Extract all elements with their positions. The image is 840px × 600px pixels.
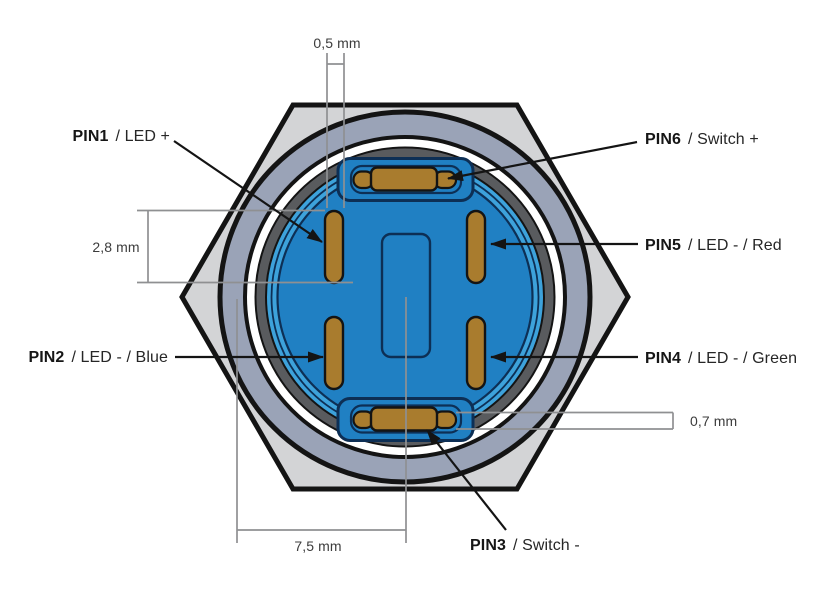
pin2-terminal xyxy=(323,315,345,391)
pin6-label-name: PIN6 xyxy=(645,131,681,148)
pin5-label: PIN5 / LED - / Red xyxy=(645,237,782,254)
button-base-disk xyxy=(276,168,534,426)
callout-arrows xyxy=(173,140,638,531)
pin6-label-desc: / Switch + xyxy=(688,131,759,148)
pin1-terminal xyxy=(323,209,345,285)
pin2-label-desc: / LED - / Blue xyxy=(71,349,168,366)
pin1-arrow xyxy=(173,140,323,243)
dim-top-label: 0,5 mm xyxy=(313,35,360,51)
pin3-label-name: PIN3 xyxy=(470,537,506,554)
pin5-terminal xyxy=(465,209,487,285)
pin5-label-desc: / LED - / Red xyxy=(688,237,782,254)
pin2-label: PIN2 / LED - / Blue xyxy=(28,349,168,366)
pin4-label-desc: / LED - / Green xyxy=(688,350,797,367)
pin6-label: PIN6 / Switch + xyxy=(645,131,759,148)
dim-bottom-label: 7,5 mm xyxy=(294,538,341,554)
pin3-label-desc: / Switch - xyxy=(513,537,580,554)
pin4-label-name: PIN4 xyxy=(645,350,681,367)
dimension-lines xyxy=(137,53,674,543)
top-switch-tab xyxy=(336,157,475,202)
pin3-label: PIN3 / Switch - xyxy=(470,537,580,554)
pin3-terminal xyxy=(369,406,439,432)
pin1-label-desc: / LED + xyxy=(115,128,170,145)
pin2-label-name: PIN2 xyxy=(28,349,64,366)
dim-right-label: 0,7 mm xyxy=(690,413,737,429)
pin5-label-name: PIN5 xyxy=(645,237,681,254)
pin1-label-name: PIN1 xyxy=(73,128,109,145)
pin1-label: PIN1 / LED + xyxy=(73,128,171,145)
pin4-label: PIN4 / LED - / Green xyxy=(645,350,797,367)
pin6-terminal xyxy=(369,166,439,192)
dim-left-label: 2,8 mm xyxy=(92,239,139,255)
pin4-terminal xyxy=(465,315,487,391)
pin6-arrow xyxy=(447,140,638,182)
pin3-arrow xyxy=(426,429,507,531)
